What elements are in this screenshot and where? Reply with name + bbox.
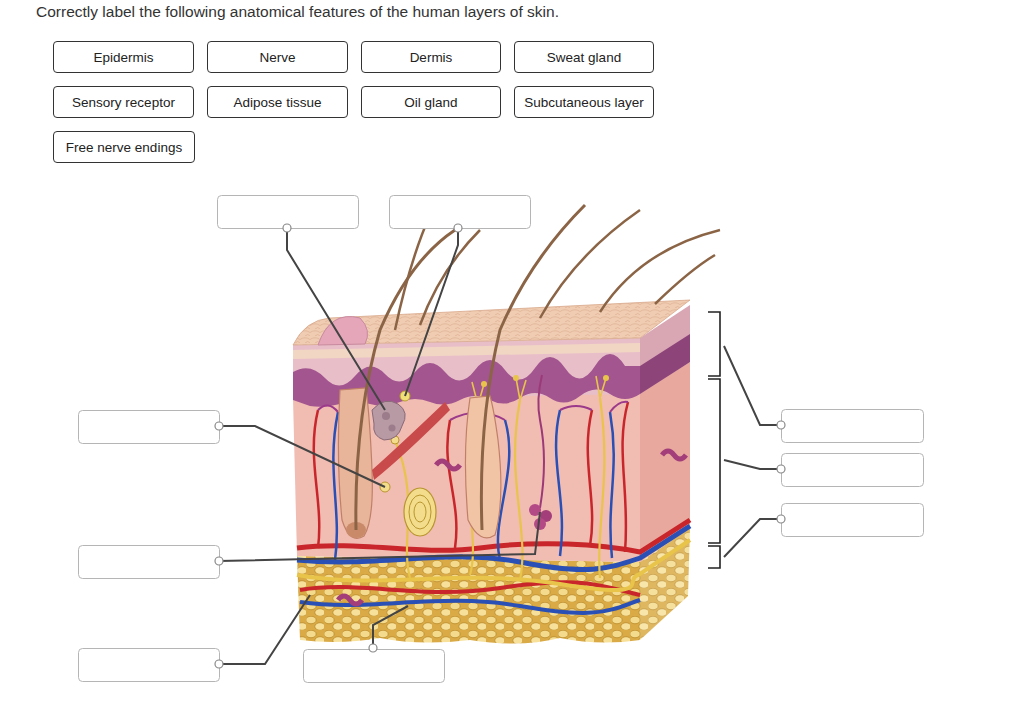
leader-line	[724, 460, 781, 469]
nerve-fiber	[297, 540, 690, 590]
term-text: Sensory receptor	[68, 95, 179, 110]
term-text: Dermis	[406, 50, 457, 65]
word-bank-box: Free nerve endings	[53, 131, 195, 163]
hair-shaft	[481, 205, 585, 530]
term-text: Adipose tissue	[230, 95, 326, 110]
term-text: Epidermis	[89, 50, 157, 65]
answer-box	[390, 196, 531, 229]
leader-line	[724, 346, 781, 425]
anchor-dot	[777, 421, 785, 429]
leader-line	[219, 512, 540, 561]
term-text: Sweat gland	[543, 50, 625, 65]
sweat-gland-coil	[436, 461, 460, 469]
arrector-pili-muscle	[372, 402, 450, 480]
skin-surface	[293, 300, 690, 345]
nerve-ending-tip	[481, 381, 487, 387]
lamellated-corpuscle	[404, 488, 436, 536]
sweat-gland-coil	[662, 451, 686, 459]
term-text: Oil gland	[400, 95, 461, 110]
leader-line	[405, 228, 458, 396]
leader-line	[724, 519, 781, 557]
anchor-dot	[369, 644, 377, 652]
corpuscle-layer	[409, 495, 431, 529]
question-title: Correctly label the following anatomical…	[36, 3, 559, 21]
anchor-dot	[454, 224, 462, 232]
answer-box	[79, 411, 220, 444]
stratum-basale-side	[640, 334, 690, 394]
layer-bracket	[708, 379, 720, 543]
answer-box	[79, 546, 220, 579]
sebaceous-gland	[372, 401, 405, 440]
nerve-ending-tip	[513, 375, 519, 381]
corpuscle-layer	[414, 502, 426, 522]
anchor-dot	[215, 557, 223, 565]
answer-box	[79, 649, 220, 682]
term-text: Nerve	[255, 50, 299, 65]
term-text: Subcutaneous layer	[520, 95, 647, 110]
layer-bracket	[708, 312, 720, 376]
gland-lobule	[389, 425, 396, 432]
gland-lobule	[382, 412, 390, 420]
anchor-dot	[777, 465, 785, 473]
word-bank-box: Subcutaneous layer	[514, 86, 654, 118]
word-bank-box: Sensory receptor	[53, 86, 194, 118]
word-bank-box: Nerve	[207, 41, 348, 73]
hair-shaft	[356, 230, 455, 530]
word-bank-box: Epidermis	[53, 41, 194, 73]
term-text: Free nerve endings	[62, 140, 186, 155]
leader-line	[287, 228, 385, 410]
answer-box	[304, 650, 445, 683]
anchor-dot	[777, 515, 785, 523]
layer-bracket	[708, 546, 720, 568]
anchor-dot	[283, 224, 291, 232]
anchor-dot	[215, 660, 223, 668]
nerve-ending-tip	[603, 375, 609, 381]
leader-line	[219, 426, 385, 487]
word-bank-box: Adipose tissue	[207, 86, 348, 118]
anchor-dot	[215, 422, 223, 430]
word-bank-box: Dermis	[361, 41, 501, 73]
sweat-gland-coil	[338, 596, 362, 604]
answer-box	[782, 410, 924, 443]
leader-line	[219, 595, 310, 664]
leader-line	[373, 606, 408, 648]
answer-box	[782, 504, 924, 537]
word-bank-box: Sweat gland	[514, 41, 654, 73]
sweat-duct	[538, 375, 544, 508]
answer-box	[782, 454, 924, 487]
word-bank-box: Oil gland	[361, 86, 501, 118]
